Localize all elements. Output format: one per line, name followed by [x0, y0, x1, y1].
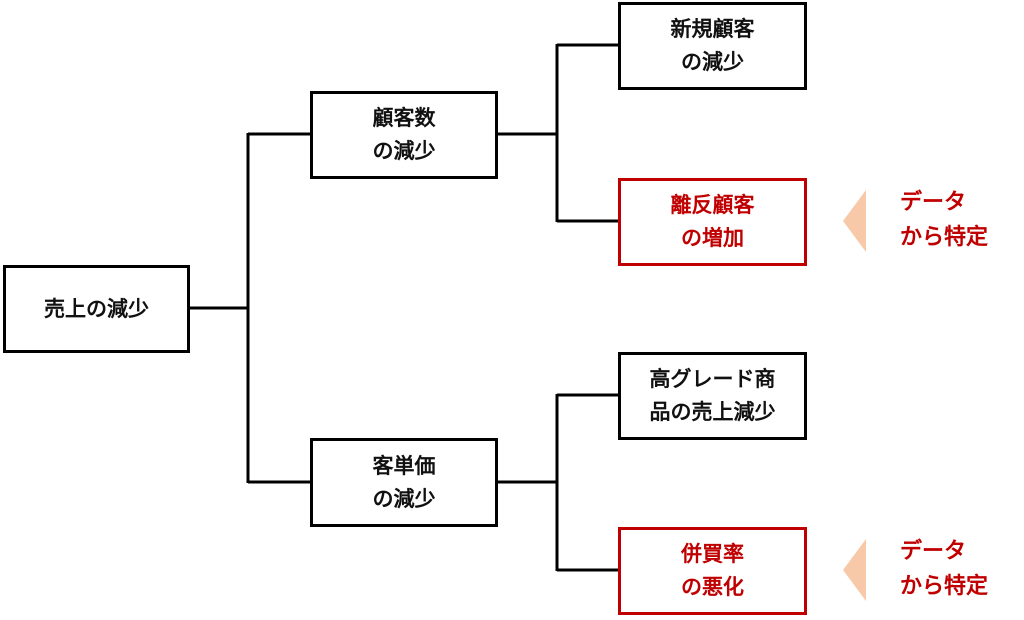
- pointer-arrow-icon: [843, 539, 866, 601]
- node-unit-price-decrease: 客単価 の減少: [310, 438, 498, 527]
- pointer-arrow-icon: [843, 190, 866, 252]
- node-premium-sales-decrease: 高グレード商 品の売上減少: [618, 352, 807, 440]
- node-new-customer-decrease: 新規顧客 の減少: [618, 2, 807, 90]
- note-data-identified: データ から特定: [900, 190, 989, 251]
- root-node: 売上の減少: [3, 265, 190, 353]
- node-churn-increase: 離反顧客 の増加: [618, 178, 807, 266]
- node-customer-count-decrease: 顧客数 の減少: [310, 91, 498, 179]
- note-data-identified: データ から特定: [900, 539, 989, 600]
- node-cross-sell-worsening: 併買率 の悪化: [618, 527, 807, 615]
